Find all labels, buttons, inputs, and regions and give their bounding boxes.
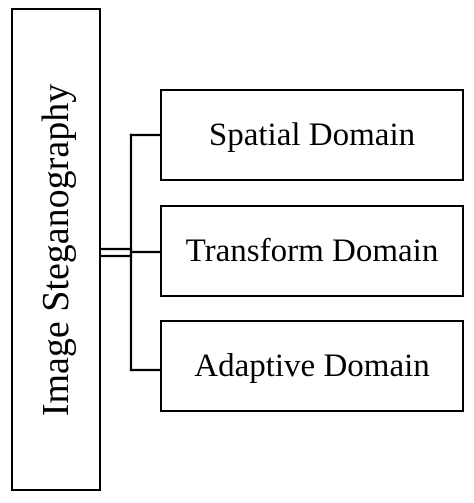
child-node-transform-domain: Transform Domain	[160, 205, 464, 297]
child-node-label: Spatial Domain	[208, 116, 416, 153]
root-node-box: Image Steganography	[11, 8, 101, 491]
root-node-label: Image Steganography	[35, 83, 78, 416]
child-node-label: Transform Domain	[185, 232, 439, 269]
child-node-adaptive-domain: Adaptive Domain	[160, 320, 464, 412]
child-node-label: Adaptive Domain	[194, 347, 430, 384]
child-node-spatial-domain: Spatial Domain	[160, 89, 464, 181]
